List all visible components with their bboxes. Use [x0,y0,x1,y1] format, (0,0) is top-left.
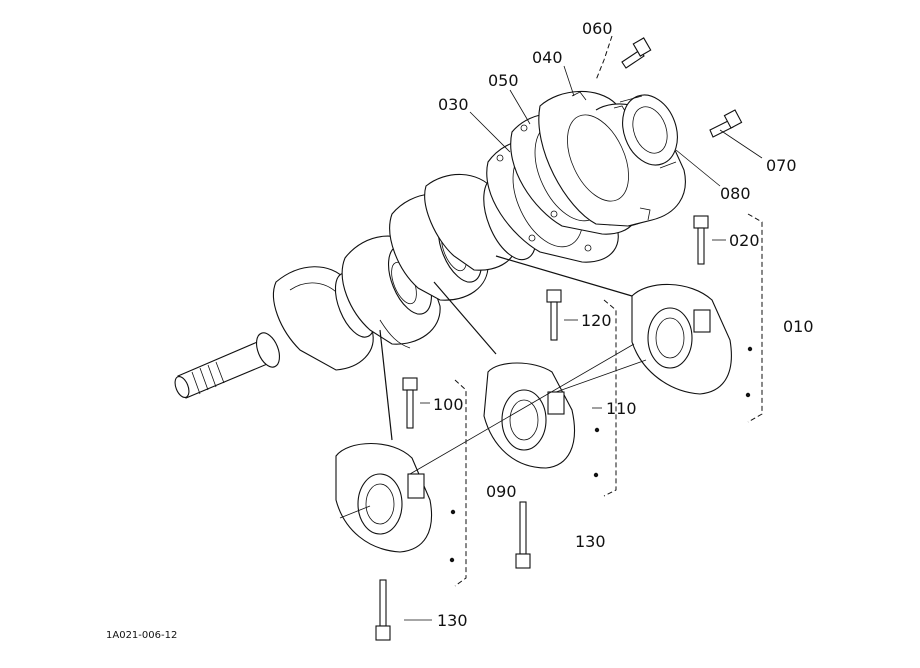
label-010: 010 [783,317,814,336]
bolt-130-lower [375,579,391,641]
label-120: 120 [581,311,612,330]
bolt-120 [546,289,562,341]
label-030: 030 [438,95,469,114]
label-110: 110 [606,399,637,418]
bolt-130-upper [515,501,531,569]
bearing-case-090 [335,442,456,563]
label-100: 100 [433,395,464,414]
label-020: 020 [729,231,760,250]
oil-seal-080 [619,94,678,169]
label-040: 040 [532,48,563,67]
bearing-case-010 [631,283,753,398]
label-080: 080 [720,184,751,203]
bearing-case-110 [483,362,600,478]
label-060: 060 [582,19,613,38]
bolt-060 [621,37,652,69]
drawing-code: 1A021-006-12 [106,630,177,641]
bolt-100 [402,377,418,429]
leader-lines [339,35,763,621]
crankshaft [174,173,553,399]
label-050: 050 [488,71,519,90]
label-090: 090 [486,482,517,501]
bolt-070 [709,109,743,138]
label-130-lower: 130 [437,611,468,630]
bolt-020 [693,215,709,265]
label-130-upper: 130 [575,532,606,551]
part-labels: 010 020 030 040 050 060 070 080 090 100 … [433,19,814,630]
label-070: 070 [766,156,797,175]
